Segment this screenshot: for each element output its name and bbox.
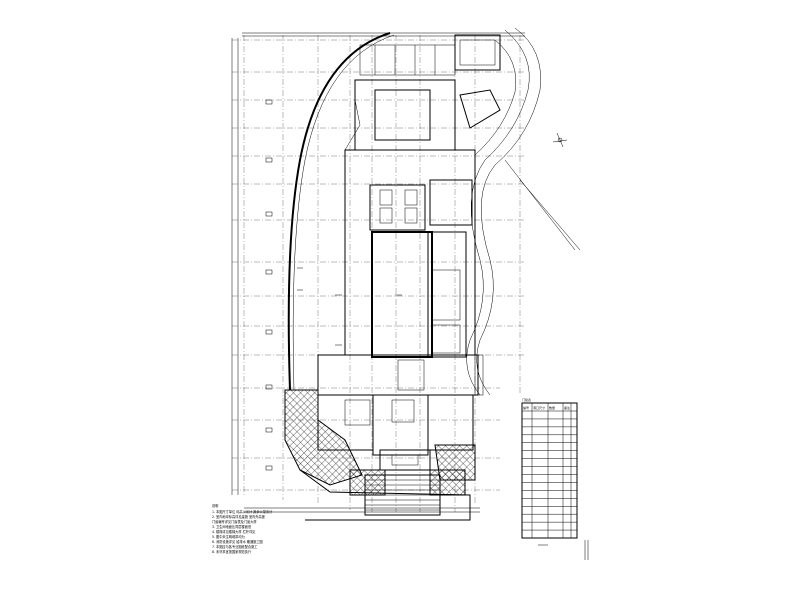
- note-line: 8. 未尽事宜按国家规范执行: [212, 549, 252, 554]
- north-arrow-icon: [552, 132, 568, 148]
- lower-base: [299, 469, 471, 521]
- table-rows: [522, 418, 577, 531]
- curved-facade: [287, 32, 395, 391]
- dimension-lines: [231, 32, 525, 513]
- table-header-code: 编号: [523, 405, 529, 410]
- door-window-table: 门窗表 编号 洞口尺寸 数量 备注: [521, 397, 578, 539]
- note-line: 6. 消防设施详见 给排水 暖通施工图: [212, 539, 263, 544]
- hatched-terrace: [284, 389, 476, 496]
- note-line: 7. 本图应与各专业图纸配合施工: [212, 544, 258, 549]
- note-line: 4. 楼梯详见楼梯大样 栏杆详见: [212, 529, 256, 534]
- table-header-size: 洞口尺寸: [533, 405, 545, 410]
- note-line: 5. 图中未注明墙厚均为: [212, 534, 245, 539]
- note-line: 1. 本图尺寸单位 标高以米计 其余以毫米计: [212, 509, 273, 514]
- site-curves: [466, 27, 581, 396]
- notes-title: 说明: [212, 503, 218, 508]
- entrance-steps: [364, 474, 441, 516]
- building-outline: [317, 34, 501, 471]
- general-notes: 说明 1. 本图尺寸单位 标高以米计 其余以毫米计 2. 室内地坪标高详见建施 …: [212, 503, 273, 554]
- note-line: 3. 卫生间地面比同层楼面低: [212, 524, 252, 529]
- table-header-note: 备注: [564, 405, 570, 410]
- note-line: 门窗编号详见门窗表及门窗大样: [212, 519, 257, 524]
- note-line: 2. 室内地坪标高详见建施 室内外高差: [212, 514, 265, 519]
- title-block: [538, 540, 589, 560]
- annotation-marks: [265, 99, 402, 471]
- grid-lines: [232, 35, 525, 512]
- table-header-qty: 数量: [549, 405, 555, 410]
- table-title: 门窗表: [522, 397, 531, 402]
